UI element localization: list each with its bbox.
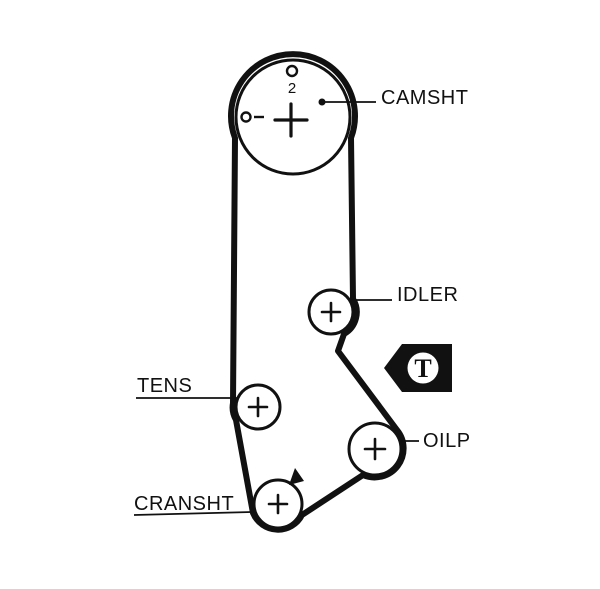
camshaft-alignment-pin: [240, 111, 252, 123]
t-badge-circle: [407, 352, 439, 384]
camshaft-pointer-dot: [318, 98, 326, 106]
oil-pump-center-cross-icon: [363, 437, 387, 461]
crankshaft-label-line: [133, 511, 253, 516]
camshaft-timing-hole: [285, 64, 299, 78]
camshaft-center-cross-icon: [273, 102, 309, 138]
camshaft-label: CAMSHT: [381, 87, 468, 109]
crankshaft-center-cross-icon: [267, 493, 289, 515]
timing-belt-path: [228, 51, 407, 533]
idler-center-cross-icon: [320, 301, 342, 323]
crankshaft-label: CRANSHT: [134, 493, 234, 515]
idler-label: IDLER: [397, 284, 458, 306]
oil-pump-label: OILP: [423, 430, 471, 452]
camshaft-pulley: [234, 58, 352, 176]
tensioner-label: TENS: [137, 375, 192, 397]
camshaft-mark-number: 2: [288, 80, 296, 97]
crankshaft-timing-mark-icon: [289, 468, 304, 485]
t-badge-letter: T: [414, 354, 431, 383]
tensioner-center-cross-icon: [247, 396, 269, 418]
